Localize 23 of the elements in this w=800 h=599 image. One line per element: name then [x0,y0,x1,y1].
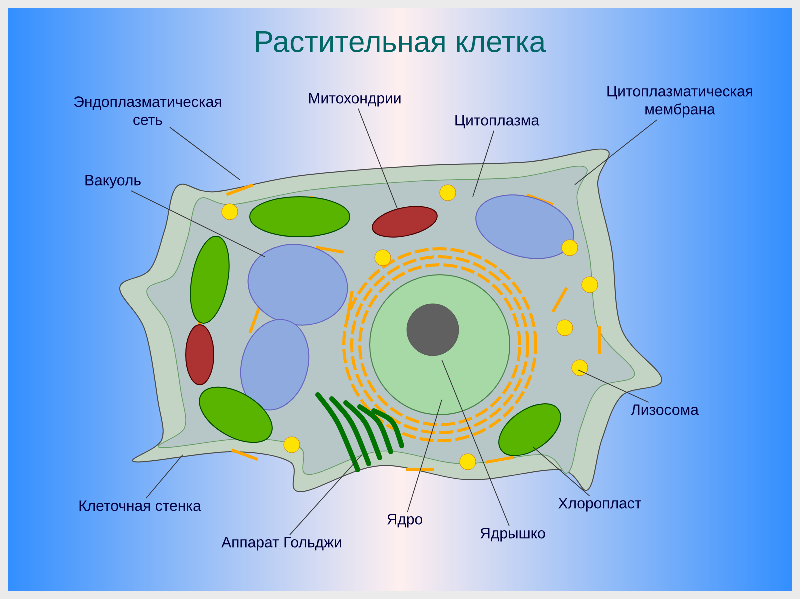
leader-line [146,454,184,499]
leader-line [574,120,658,186]
part-label: Лизосома [631,404,699,416]
part-label: Митохондрии [309,93,401,107]
leader-line [578,370,650,403]
leader-line [290,454,362,536]
part-label: Ядрышко [480,528,546,542]
part-label: Ядро [388,514,422,528]
leader-line [358,108,398,210]
part-label: Эндоплазматическая сеть [74,96,222,126]
leader-line [407,400,442,512]
part-label: Цитоплазма [456,115,540,129]
title: Растительная клетка [256,32,546,52]
leader-line [170,127,240,180]
part-label: Хлоропласт [558,498,642,512]
part-label: Цитоплазматическая мембрана [608,86,752,118]
leader-line [442,360,510,526]
leader-line [472,130,495,198]
part-label: Вакуоль [86,175,141,189]
part-label: Клеточная стенка [80,500,202,512]
part-label: Аппарат Гольджи [222,537,342,551]
leader-line [130,190,266,258]
leader-line [532,446,590,496]
